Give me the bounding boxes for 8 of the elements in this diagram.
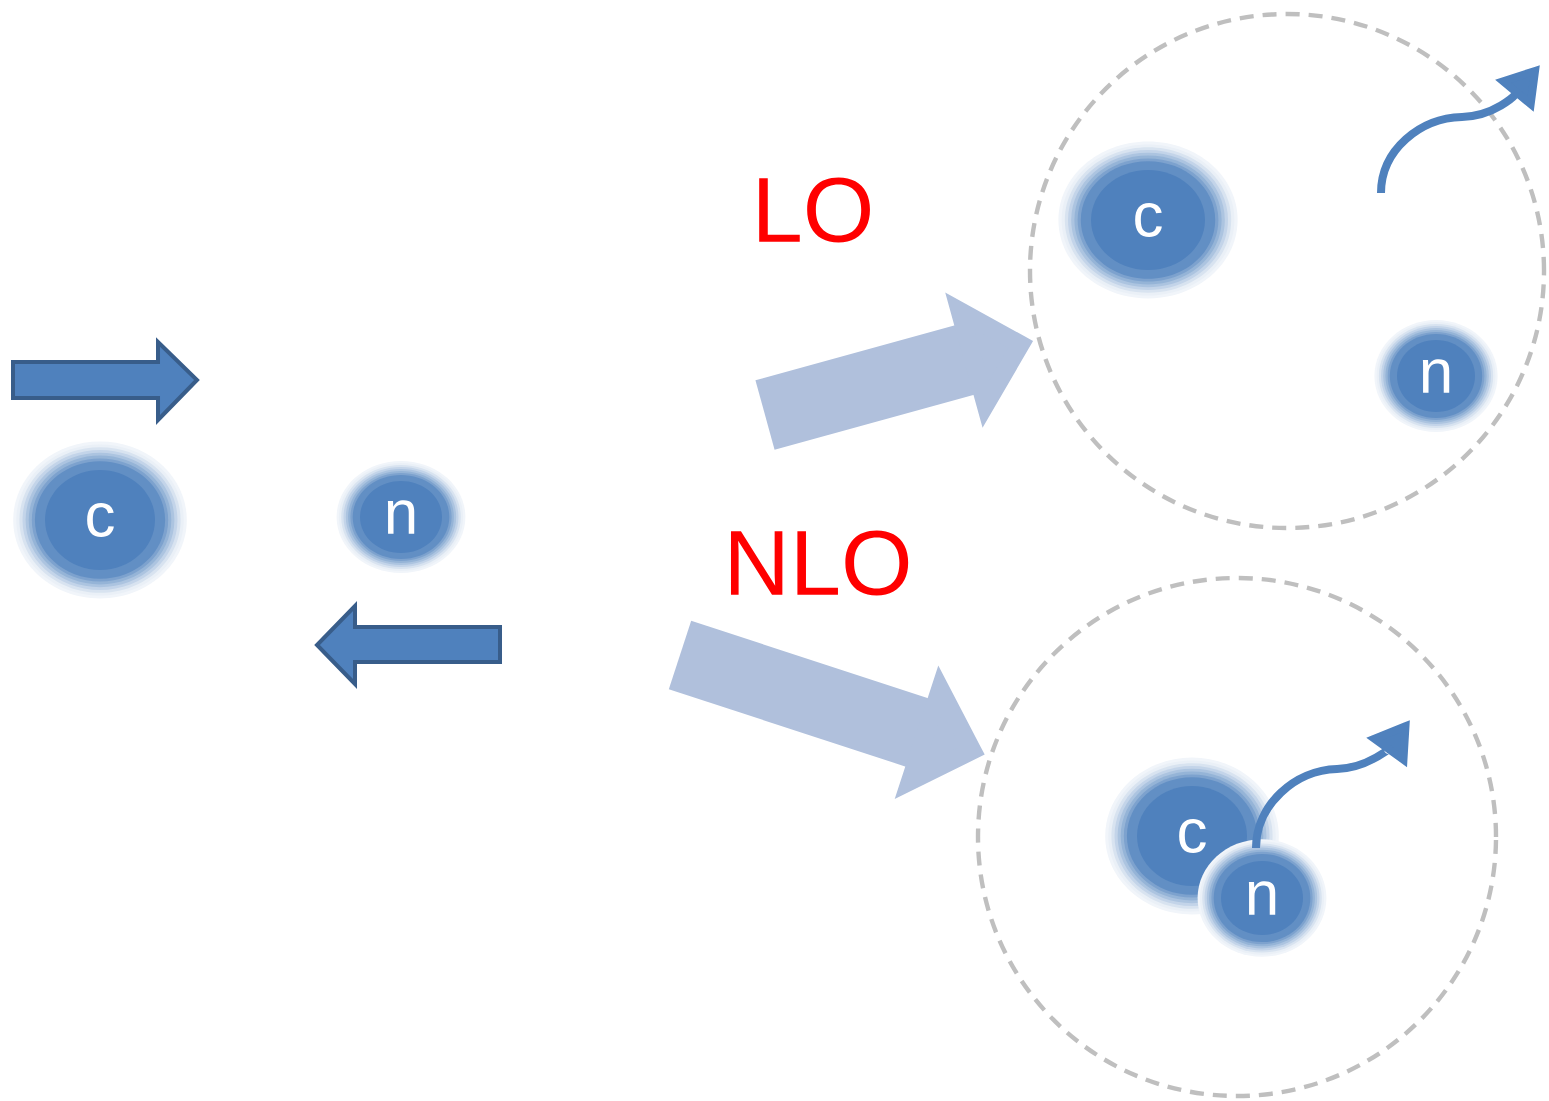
edge-label: LO (759, 177, 870, 243)
particle-blob: n (336, 461, 466, 573)
particle-blob: c (1058, 141, 1238, 299)
particle-blob: c (13, 441, 187, 599)
dashed-circle (1027, 11, 1547, 531)
particle-blob: n (1374, 320, 1498, 432)
edge-label: NLO (731, 530, 909, 596)
dashed-circle (975, 575, 1499, 1099)
